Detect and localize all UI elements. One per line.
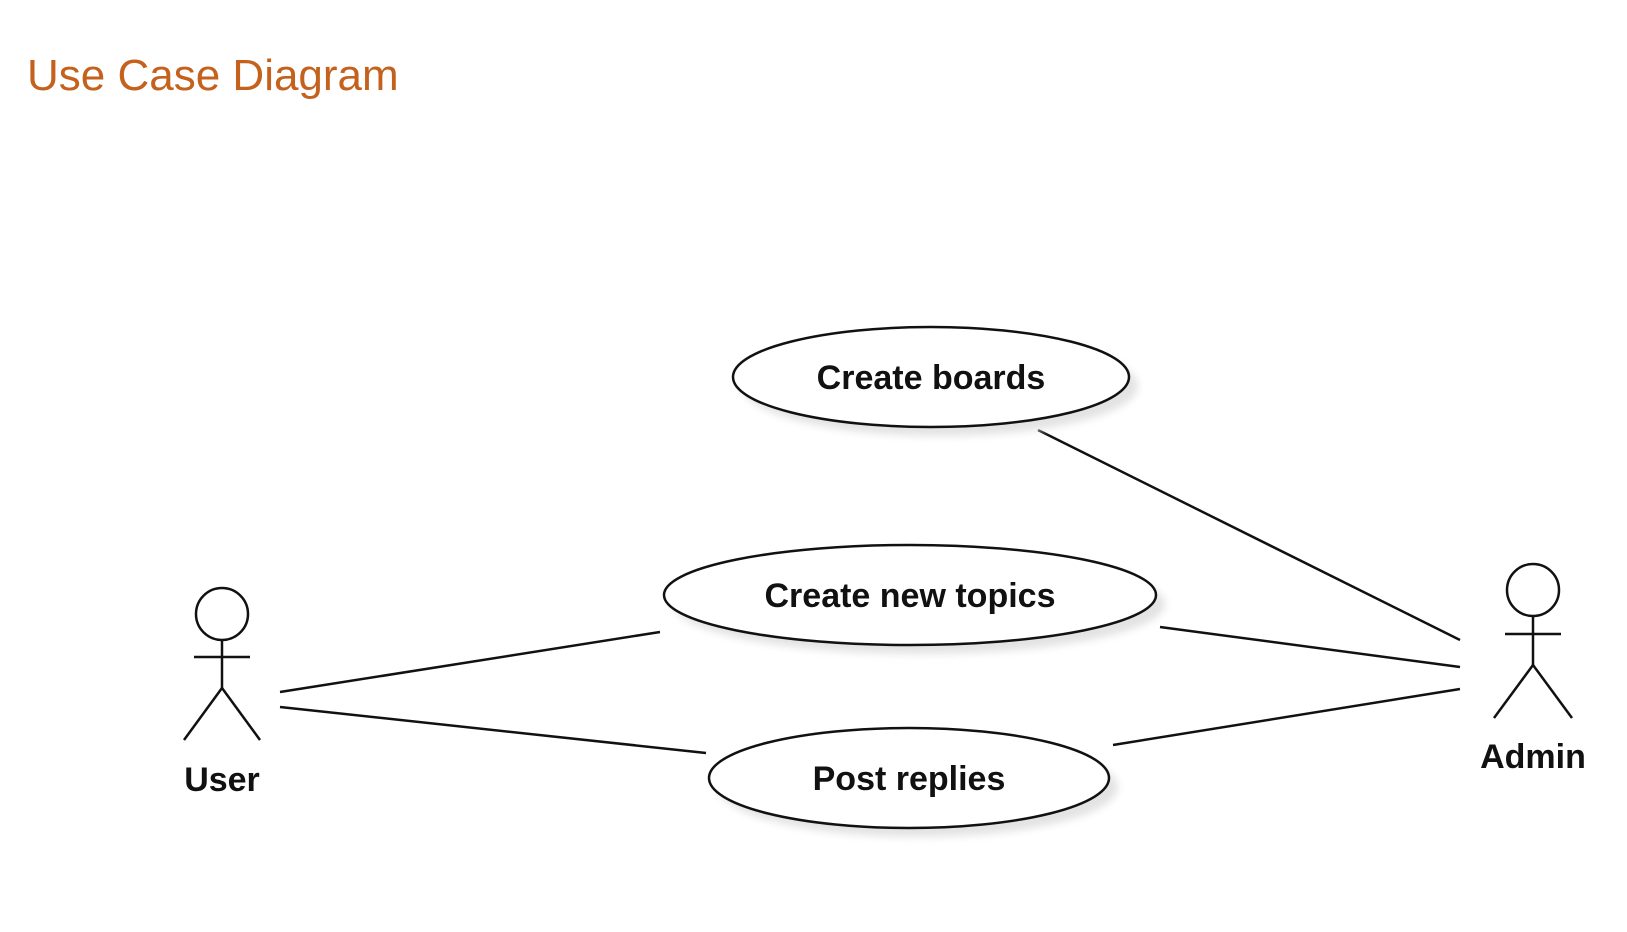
use-case-label: Post replies	[813, 760, 1006, 798]
actor-head-icon	[194, 586, 250, 642]
actor-head-icon	[1505, 562, 1561, 618]
use-case-label: Create new topics	[765, 577, 1056, 615]
actor-left-leg-icon	[182, 687, 224, 741]
actor-left-leg-icon	[1492, 664, 1535, 719]
actor-label: Admin	[1480, 738, 1586, 776]
association-admin-create-boards	[1037, 428, 1461, 642]
actor-right-leg-icon	[220, 687, 262, 741]
use-case-create-new-topics[interactable]: Create new topics	[662, 543, 1165, 654]
association-user-post-replies	[279, 705, 707, 755]
use-case-post-replies[interactable]: Post replies	[707, 726, 1118, 837]
actor-user[interactable]: User	[182, 586, 262, 799]
actor-right-leg-icon	[1531, 664, 1574, 719]
associations	[279, 428, 1461, 755]
actor-label: User	[184, 761, 260, 799]
association-admin-create-new-topics	[1159, 625, 1461, 669]
actor-admin[interactable]: Admin	[1480, 562, 1586, 776]
use-case-create-boards[interactable]: Create boards	[731, 325, 1138, 436]
use-case-ellipse	[662, 543, 1158, 647]
use-case-ellipse	[707, 726, 1111, 830]
page-title: Use Case Diagram	[27, 51, 399, 100]
association-admin-post-replies	[1112, 687, 1461, 747]
use-case-ellipse	[731, 325, 1131, 429]
association-user-create-new-topics	[279, 630, 661, 694]
use-case-label: Create boards	[817, 359, 1046, 397]
